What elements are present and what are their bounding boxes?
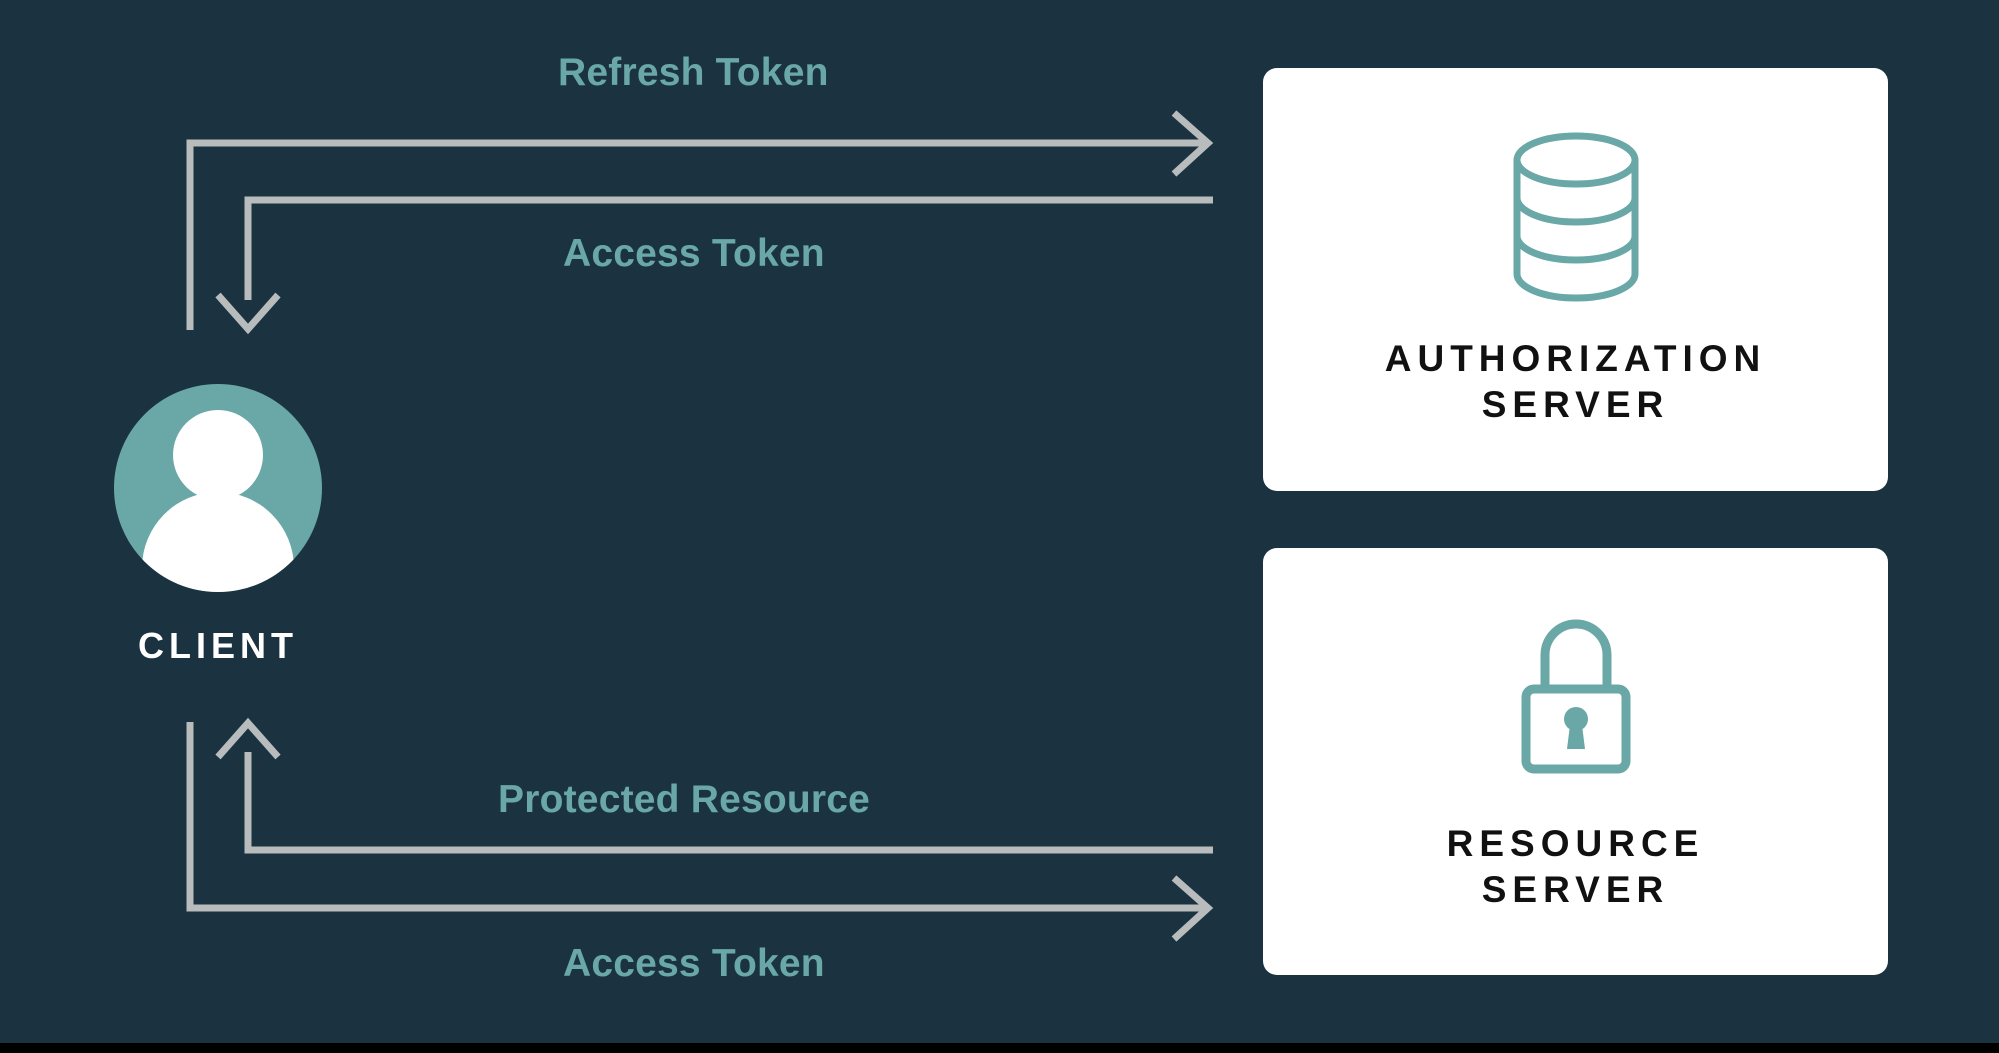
flow-label-access-token-top: Access Token bbox=[563, 232, 825, 275]
arrow-access-token-bottom-line bbox=[186, 722, 1205, 912]
avatar-head-shape bbox=[173, 410, 263, 500]
authorization-server-card[interactable]: AUTHORIZATION SERVER bbox=[1263, 68, 1888, 491]
arrow-protected-resource-head bbox=[215, 717, 281, 760]
client-label: CLIENT bbox=[138, 625, 298, 666]
arrow-refresh-token-head bbox=[1171, 110, 1214, 177]
database-icon bbox=[1513, 132, 1638, 302]
user-avatar-icon bbox=[114, 384, 322, 592]
client-node: CLIENT bbox=[114, 384, 322, 664]
arrow-access-token-top-head bbox=[215, 292, 281, 335]
flow-label-protected-resource: Protected Resource bbox=[498, 778, 871, 821]
bottom-black-bar bbox=[0, 1043, 1999, 1053]
arrow-access-token-top-line bbox=[244, 196, 1213, 300]
arrow-protected-resource-line bbox=[244, 752, 1213, 854]
arrow-access-token-bottom-head bbox=[1171, 875, 1214, 942]
padlock-open-icon bbox=[1521, 619, 1630, 774]
resource-server-card[interactable]: RESOURCE SERVER bbox=[1263, 548, 1888, 975]
avatar-body-shape bbox=[142, 492, 294, 592]
resource-server-title: RESOURCE SERVER bbox=[1446, 823, 1705, 910]
keyhole-shape bbox=[1563, 707, 1588, 750]
flow-label-refresh-token: Refresh Token bbox=[558, 51, 829, 94]
arrow-refresh-token-line bbox=[186, 139, 1205, 330]
flow-label-access-token-bottom: Access Token bbox=[563, 942, 825, 985]
authorization-server-title: AUTHORIZATION SERVER bbox=[1384, 338, 1767, 425]
